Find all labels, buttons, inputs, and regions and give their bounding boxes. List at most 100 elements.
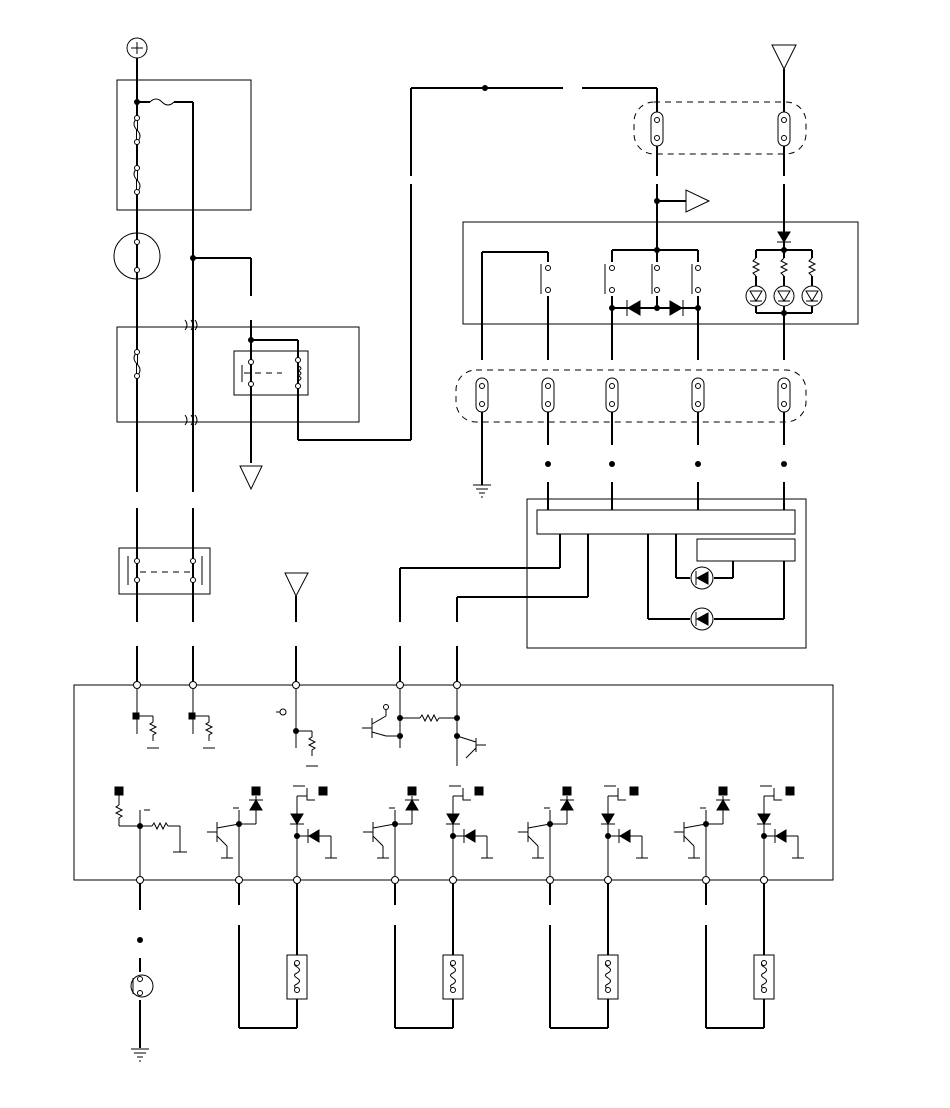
control-unit	[526, 498, 807, 649]
transistor-collector	[216, 823, 240, 829]
diode-icon	[249, 799, 263, 811]
diode-icon	[757, 813, 771, 825]
pin	[761, 987, 767, 993]
driver-wire	[773, 788, 782, 801]
left-wires-lower	[136, 508, 194, 684]
terminal-block	[474, 786, 484, 796]
diode-icon	[626, 300, 684, 316]
pin	[294, 960, 300, 966]
terminal-block	[629, 786, 639, 796]
control-unit-bus	[536, 509, 796, 535]
terminal-pin	[391, 876, 399, 884]
switch-wiring	[481, 247, 701, 360]
diode-icon	[446, 813, 460, 825]
coil	[605, 961, 611, 990]
connector-pin-icon	[475, 377, 791, 413]
ground-icon	[131, 1048, 149, 1062]
ground-icon	[239, 465, 263, 491]
transistor-collector	[372, 823, 396, 829]
control-unit-sub	[696, 538, 796, 562]
pin	[605, 987, 611, 993]
terminal-pin	[293, 876, 301, 884]
relay-output-wire	[298, 85, 658, 441]
control-unit-wiring	[399, 534, 785, 622]
terminal-pin	[702, 876, 710, 884]
led-cluster	[751, 247, 817, 360]
solenoid-icon	[753, 954, 775, 1000]
driver-wire	[306, 788, 315, 801]
coil	[450, 961, 456, 990]
connector-top	[633, 101, 807, 155]
ignition-switch[interactable]	[113, 232, 161, 280]
switch-contact[interactable]	[540, 264, 701, 294]
terminal-block	[785, 786, 795, 796]
power-output-triangle-icon	[685, 189, 711, 213]
connector-pin-icon	[650, 111, 791, 147]
fuse-icon	[133, 349, 141, 379]
sensor-icon[interactable]	[130, 974, 154, 998]
diode-icon	[405, 799, 419, 811]
diode-icon	[560, 799, 574, 811]
led-icon	[745, 285, 823, 307]
terminal-pin	[604, 876, 612, 884]
terminal-pin	[136, 876, 144, 884]
transistor-icon	[207, 785, 804, 876]
transistor-emitter	[216, 835, 228, 847]
coil	[761, 961, 767, 990]
solenoid-icon	[442, 954, 464, 1000]
solenoid-icon	[597, 954, 619, 1000]
solenoid-icon	[286, 954, 308, 1000]
pin	[450, 987, 456, 993]
fuse-icon	[133, 115, 141, 195]
terminal-pin	[235, 876, 243, 884]
terminal-block	[562, 786, 572, 796]
zener-diode-icon	[619, 829, 631, 843]
wire-break-marks	[184, 319, 198, 426]
power-triangle-icon	[284, 572, 309, 684]
top-wires	[654, 146, 785, 250]
branch-to-relay	[190, 255, 252, 296]
terminal-pin	[760, 876, 768, 884]
ecu-output-drivers	[114, 786, 187, 876]
pin	[294, 987, 300, 993]
fuse-relay-box	[116, 326, 360, 423]
transistor-icon	[362, 704, 486, 759]
connector-mid	[455, 369, 807, 423]
relay-coil-icon	[295, 357, 302, 389]
terminal-block	[251, 786, 261, 796]
connector-switch[interactable]	[118, 547, 211, 595]
ground-icon	[473, 484, 491, 498]
diode-icon	[601, 813, 615, 825]
diode-icon	[290, 813, 304, 825]
transistor-collector	[683, 823, 707, 829]
switch-module	[462, 221, 859, 325]
ecu-input-wires	[399, 646, 458, 684]
ecu-input-circuits	[132, 689, 460, 767]
driver-wire	[462, 788, 471, 801]
solenoid-loops	[238, 883, 775, 1029]
coil	[294, 961, 300, 990]
zener-diode-icon	[464, 829, 476, 843]
diode-icon	[690, 566, 714, 631]
main-feed-wire	[134, 58, 194, 492]
zener-diode-icon	[775, 829, 787, 843]
transistor-collector	[527, 823, 551, 829]
pin	[605, 960, 611, 966]
mid-wires	[481, 412, 787, 510]
zener-diode-icon	[308, 829, 320, 843]
terminal-block	[407, 786, 417, 796]
ecu-output-terminals	[136, 876, 768, 884]
sensor-wires	[137, 883, 143, 1048]
terminal-block	[718, 786, 728, 796]
terminal-block	[318, 786, 328, 796]
relay[interactable]	[233, 320, 309, 463]
transistor-emitter	[527, 835, 539, 847]
terminal-pin	[449, 876, 457, 884]
pin	[450, 960, 456, 966]
driver-wire	[617, 788, 626, 801]
transistor-emitter	[372, 835, 384, 847]
diode-icon	[716, 799, 730, 811]
transistor-emitter	[683, 835, 695, 847]
pin	[761, 960, 767, 966]
